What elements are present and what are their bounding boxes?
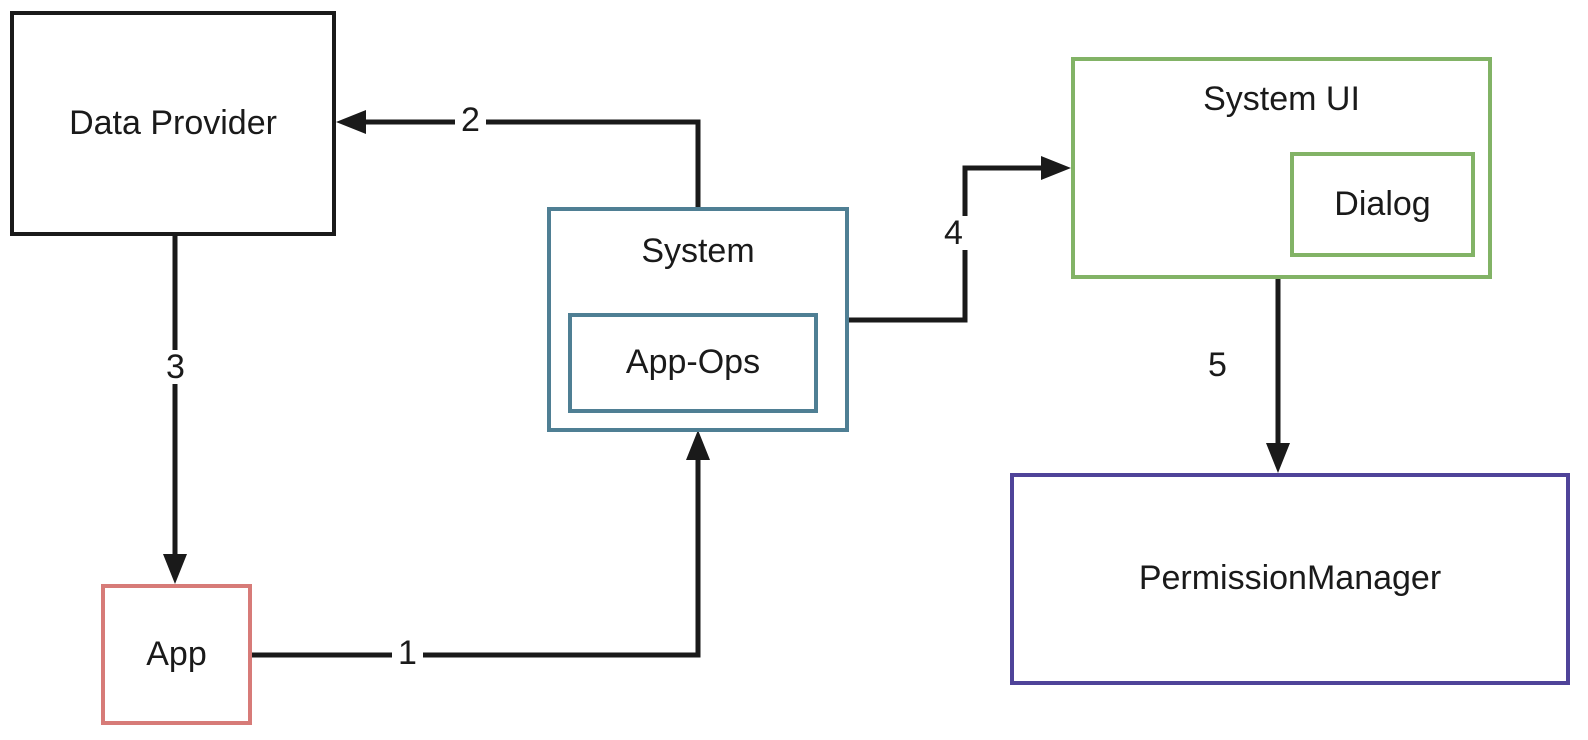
edge-1-path — [252, 452, 701, 658]
node-system-label: System — [641, 232, 755, 270]
edge-3-arrowhead — [163, 554, 187, 584]
node-dialog-label: Dialog — [1334, 184, 1431, 223]
edge-label-3: 3 — [160, 350, 191, 384]
node-app-label: App — [146, 634, 207, 673]
edge-label-1: 1 — [392, 636, 423, 670]
edge-1-arrowhead — [686, 430, 710, 460]
edge-label-5: 5 — [1202, 348, 1233, 382]
edge-1 — [252, 430, 710, 658]
edge-5 — [1266, 279, 1290, 473]
node-system-ui-label: System UI — [1203, 80, 1360, 118]
edge-2 — [336, 110, 701, 207]
edge-2-arrowhead — [336, 110, 366, 134]
node-dialog[interactable]: Dialog — [1290, 152, 1475, 257]
edge-3 — [163, 236, 187, 584]
node-permission-manager-label: PermissionManager — [1138, 559, 1442, 598]
edge-label-2: 2 — [455, 103, 486, 137]
edge-5-arrowhead — [1266, 443, 1290, 473]
edge-2-path — [358, 119, 701, 207]
node-data-provider-label: Data Provider — [69, 103, 277, 142]
edge-label-4: 4 — [938, 216, 969, 250]
edge-4-arrowhead — [1041, 156, 1071, 180]
node-data-provider[interactable]: Data Provider — [10, 11, 336, 236]
node-app[interactable]: App — [101, 584, 252, 725]
node-app-ops[interactable]: App-Ops — [568, 313, 818, 413]
node-app-ops-label: App-Ops — [625, 343, 761, 382]
node-permission-manager[interactable]: PermissionManager — [1010, 473, 1570, 685]
